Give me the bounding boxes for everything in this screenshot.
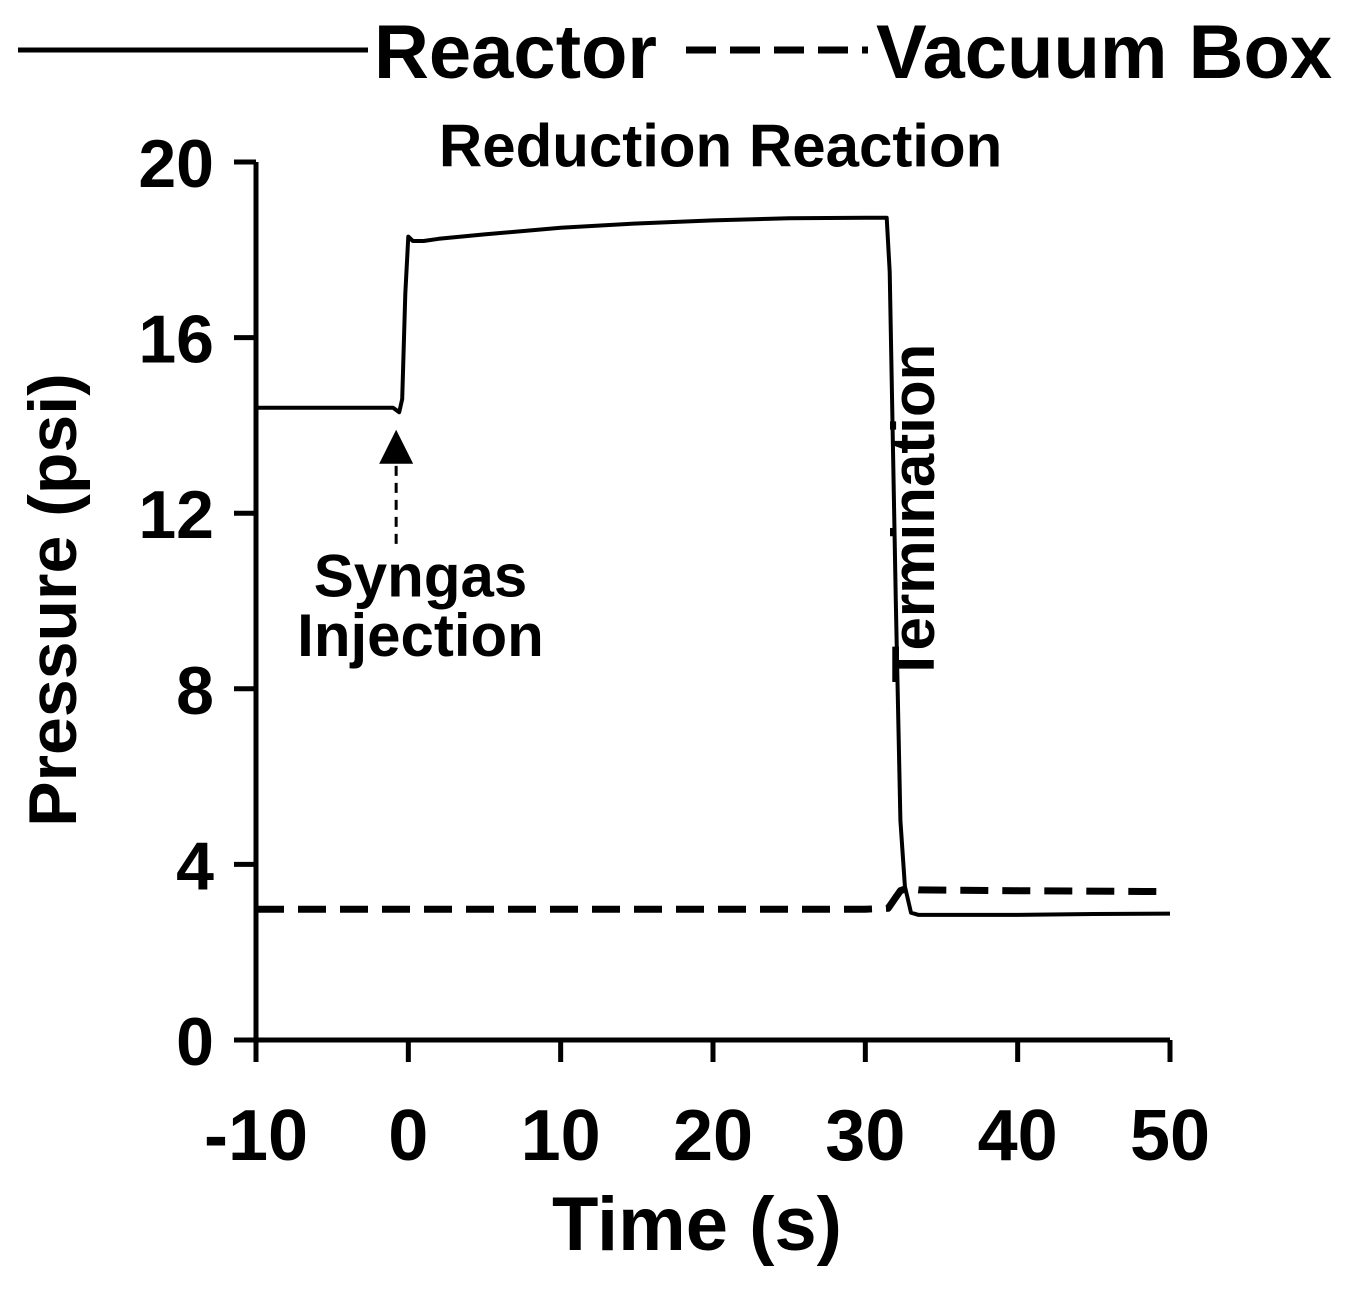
x-tick-label: 50 — [1130, 1096, 1210, 1176]
y-tick-label: 20 — [138, 126, 214, 202]
y-tick-label: 0 — [176, 1004, 214, 1080]
series-line-vacuum-box — [256, 885, 1171, 913]
annotation-termination: Termination — [880, 344, 947, 683]
y-tick-label: 8 — [176, 653, 214, 729]
y-axis-label: Pressure (psi) — [15, 373, 91, 827]
x-tick-label: -10 — [204, 1096, 308, 1176]
legend-label: Reactor — [374, 10, 657, 95]
y-tick-label: 16 — [138, 302, 214, 378]
annotation-syngas-1: Syngas — [314, 543, 527, 610]
legend: Reactor Vacuum Box — [18, 10, 1332, 95]
series-line-reactor — [256, 215, 1171, 917]
x-tick-label: 10 — [521, 1096, 601, 1176]
x-tick-label: 30 — [825, 1096, 905, 1176]
x-tick-label: 40 — [978, 1096, 1058, 1176]
x-axis-label: Time (s) — [552, 1182, 842, 1267]
legend-label: Vacuum Box — [876, 10, 1332, 95]
syngas-arrow-head — [379, 429, 414, 464]
annotation-syngas-2: Injection — [297, 602, 544, 669]
series-group — [256, 215, 1171, 917]
y-tick-label: 4 — [176, 828, 214, 904]
y-tick-label: 12 — [138, 477, 214, 553]
x-tick-label: 0 — [388, 1096, 428, 1176]
x-tick-label: 20 — [673, 1096, 753, 1176]
annotation-reduction: Reduction Reaction — [439, 112, 1002, 179]
annotations: Reduction ReactionTerminationSyngasInjec… — [297, 112, 1002, 682]
